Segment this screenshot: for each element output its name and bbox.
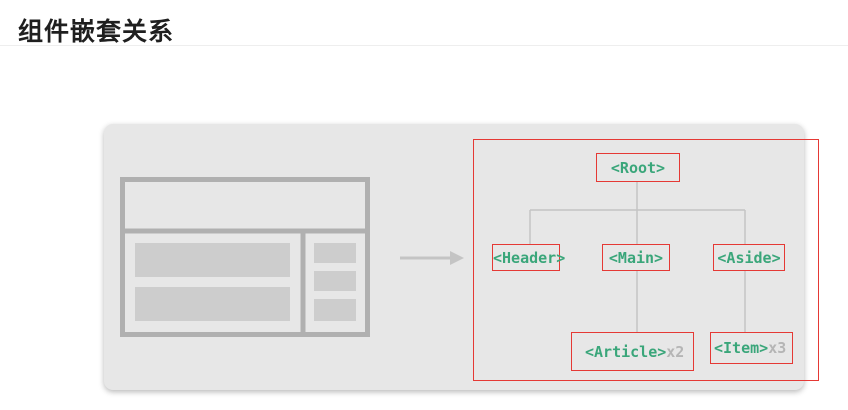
node-main: <Main>: [602, 244, 670, 271]
layout-item-block: [314, 271, 356, 291]
title-divider: [0, 45, 848, 46]
node-article: <Article>x2: [571, 332, 694, 371]
node-root: <Root>: [596, 153, 680, 182]
tree-highlight-frame: [473, 139, 819, 381]
node-header: <Header>: [492, 244, 565, 271]
node-article-label: <Article>: [585, 342, 667, 361]
layout-outer-frame: [120, 177, 370, 337]
node-item-label: <Item>: [714, 339, 769, 357]
page-layout-illustration: [120, 177, 370, 337]
node-item: <Item>x3: [710, 332, 793, 364]
page-title: 组件嵌套关系: [18, 17, 175, 46]
layout-item-block: [314, 299, 356, 321]
node-main-label: <Main>: [608, 248, 664, 267]
node-header-label: <Header>: [493, 248, 566, 267]
node-aside: <Aside>: [713, 244, 785, 271]
node-root-label: <Root>: [610, 158, 666, 177]
node-item-multiplier: x3: [768, 339, 787, 357]
layout-article-block: [135, 287, 290, 321]
arrow-right-icon: [400, 251, 464, 265]
node-aside-label: <Aside>: [717, 248, 781, 267]
node-article-multiplier: x2: [666, 342, 685, 361]
layout-article-block: [135, 243, 290, 277]
layout-item-block: [314, 243, 356, 263]
